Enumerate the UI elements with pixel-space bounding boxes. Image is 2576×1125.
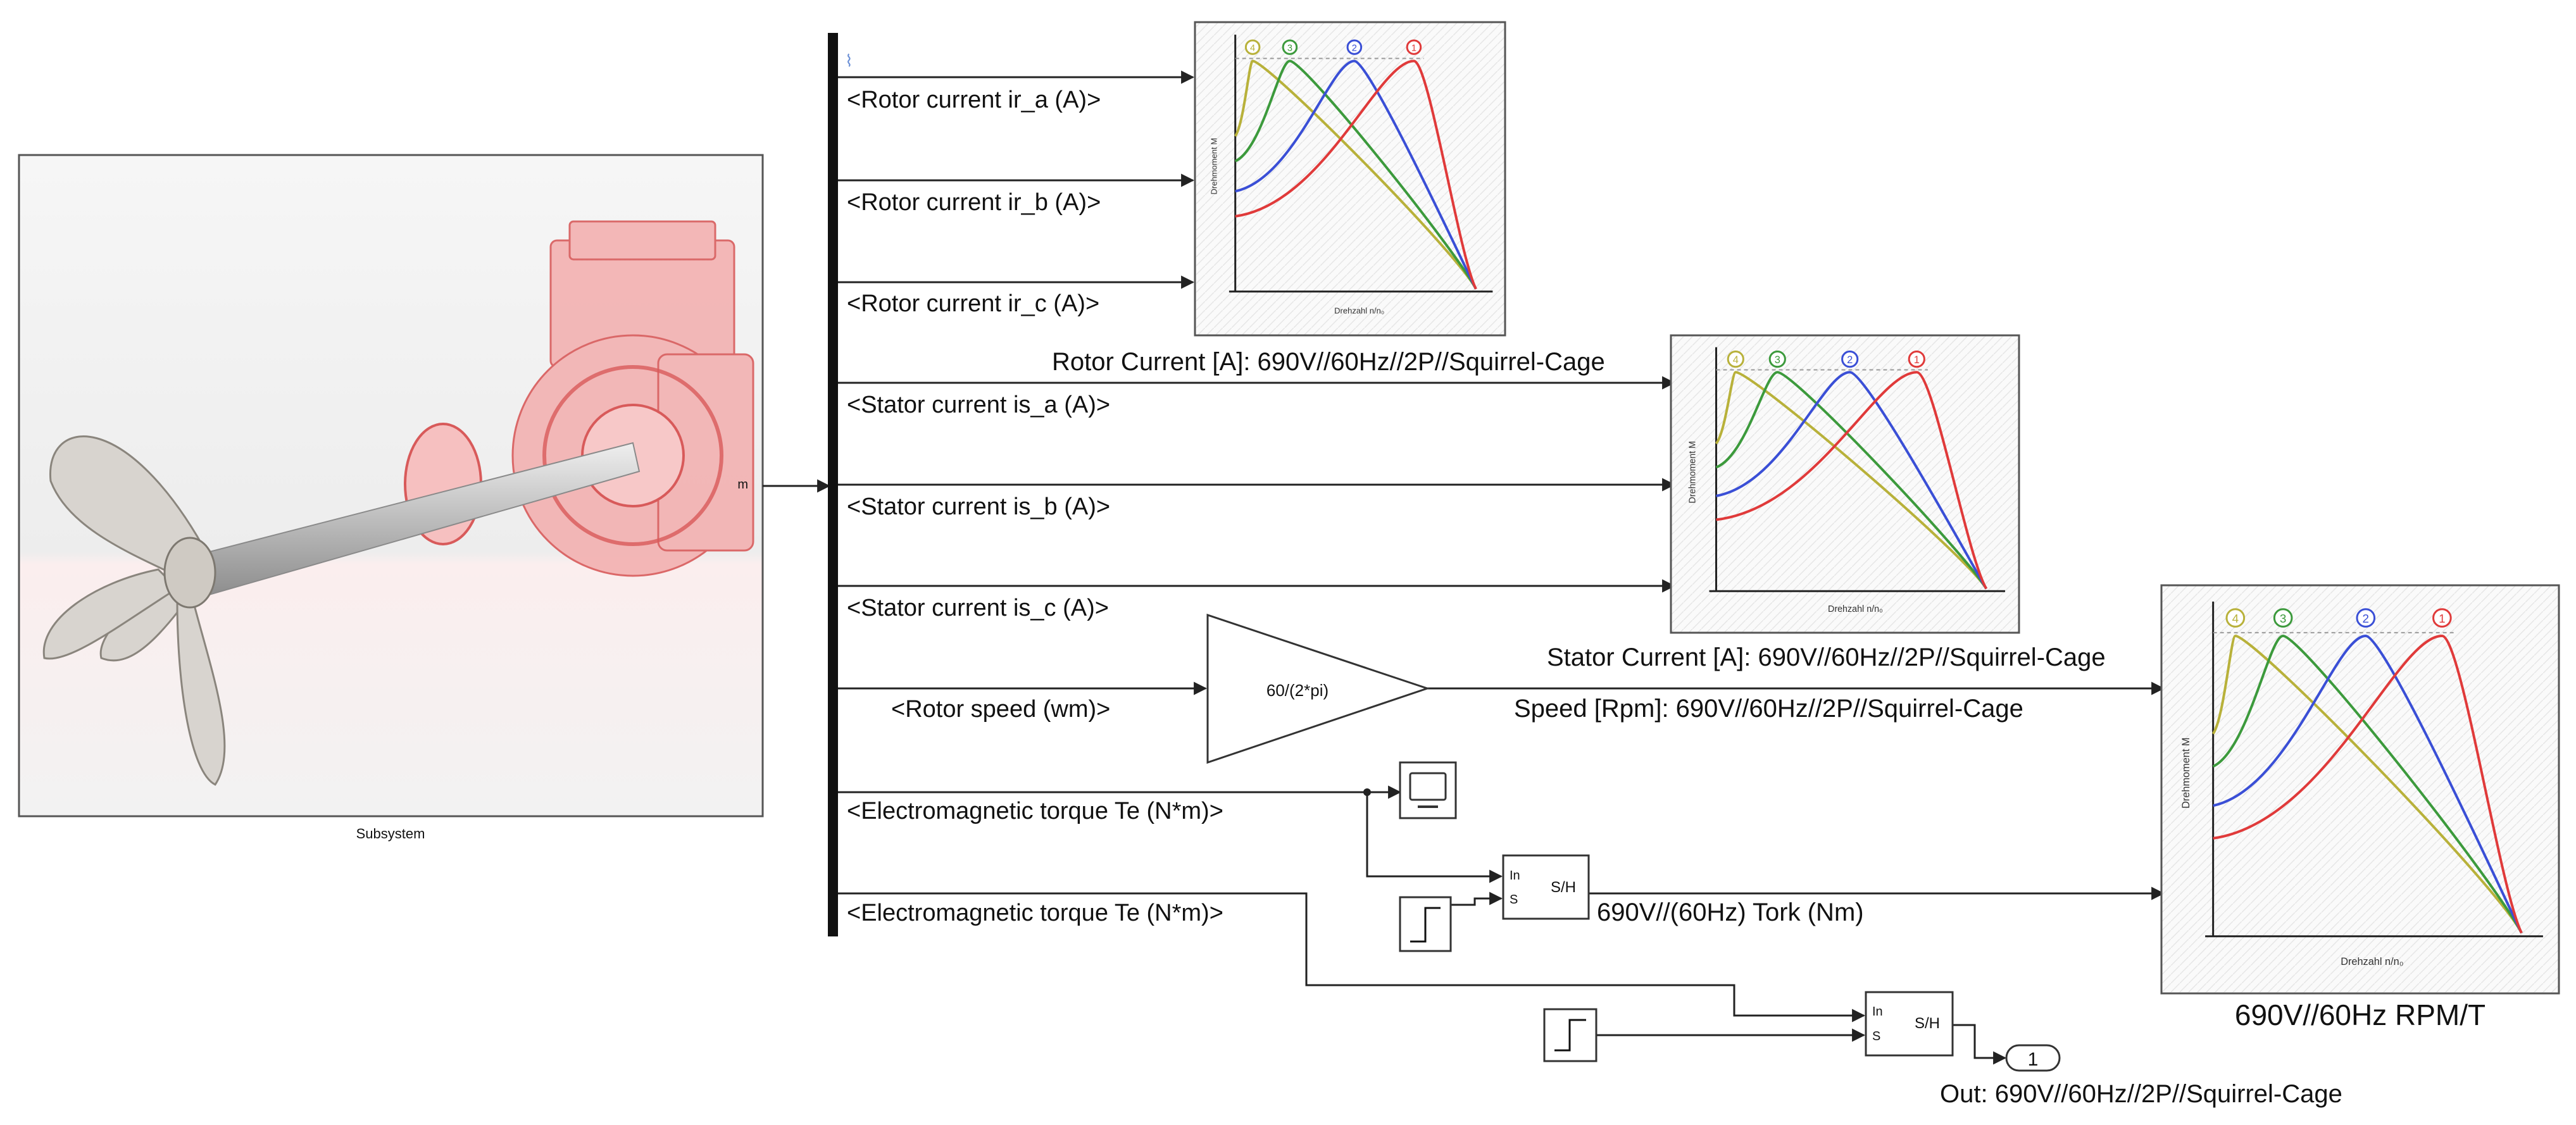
curve-marker (2356, 608, 2376, 628)
plot-y-label: Drehmoment M (1209, 138, 1218, 195)
curve-marker (2432, 608, 2452, 628)
display-scope-block[interactable] (1399, 761, 1457, 819)
torque-speed-curve (1716, 371, 1988, 590)
plot-y-label: Drehmoment M (2180, 737, 2192, 808)
curve-marker (1727, 351, 1744, 368)
sh1-in-port: In (1510, 869, 1520, 883)
subsystem-port-label: m (737, 478, 748, 492)
bus-selector[interactable] (828, 33, 838, 936)
outport-number: 1 (2028, 1049, 2039, 1070)
step-block-2[interactable] (1543, 1008, 1597, 1062)
plot-x-label: Drehzahl n/n₀ (1334, 306, 1384, 315)
curve-marker (1406, 39, 1422, 55)
sh1-name: S/H (1551, 879, 1576, 896)
curve-marker (1282, 39, 1298, 55)
signal-label-rotor-ir-c: <Rotor current ir_c (A)> (847, 290, 1099, 317)
sample-hold-block-1[interactable]: In S S/H (1502, 854, 1590, 920)
torque-speed-curve (2211, 634, 2523, 934)
curve-marker-label: 1 (1914, 354, 1920, 366)
torque-speed-curve (1716, 371, 1988, 590)
curve-marker-label: 2 (2363, 612, 2369, 625)
wireless-icon: ⌇ (845, 51, 853, 70)
torque-speed-curve (2213, 634, 2523, 934)
curve-marker (2225, 608, 2246, 628)
torque-speed-curve (1235, 59, 1477, 290)
sample-hold-block-2[interactable]: In S S/H (1865, 991, 1954, 1057)
torque-speed-curve (1715, 371, 1988, 590)
torque-speed-curve (1715, 371, 1988, 590)
outport-block[interactable]: 1 (2005, 1044, 2061, 1072)
signal-label-stator-is-a: <Stator current is_a (A)> (847, 392, 1110, 418)
signal-label-torque-2: <Electromagnetic torque Te (N*m)> (847, 900, 1223, 926)
signal-label-stator-is-c: <Stator current is_c (A)> (847, 595, 1109, 621)
torque-speed-curve (1235, 59, 1477, 290)
gain-expression: 60/(2*pi) (1266, 681, 1329, 700)
scope-rpm-torque-caption: 690V//60Hz RPM/T (2235, 998, 2485, 1031)
curve-marker (1841, 351, 1859, 368)
signal-label-stator-is-b: <Stator current is_b (A)> (847, 494, 1110, 520)
curve-marker-label: 3 (1287, 43, 1292, 53)
signal-wires (838, 70, 2165, 1065)
step-block-1[interactable] (1399, 896, 1452, 952)
curve-marker-label: 4 (1250, 43, 1255, 53)
signal-labels: <Rotor current ir_a (A)> <Rotor current … (847, 87, 1223, 926)
curve-marker (1346, 39, 1363, 55)
curve-marker-label: 3 (1775, 354, 1780, 366)
signal-label-rotor-ir-b: <Rotor current ir_b (A)> (847, 189, 1101, 216)
outport-caption: Out: 690V//60Hz//2P//Squirrel-Cage (1940, 1080, 2342, 1108)
gain-block[interactable]: 60/(2*pi) (1206, 613, 1430, 764)
sh2-s-port: S (1872, 1029, 1880, 1043)
plot-x-label: Drehzahl n/n₀ (1828, 604, 1883, 614)
signal-label-torque-1: <Electromagnetic torque Te (N*m)> (847, 798, 1223, 824)
subsystem-block[interactable]: m Subsystem (18, 154, 764, 842)
curve-marker-label: 4 (1733, 354, 1739, 366)
curve-marker (1908, 351, 1925, 368)
plot-y-label: Drehmoment M (1688, 441, 1698, 504)
torque-speed-curve (2213, 634, 2523, 934)
curve-marker-label: 4 (2232, 612, 2239, 625)
curve-marker-label: 1 (2439, 612, 2445, 625)
sh2-in-port: In (1872, 1005, 1883, 1019)
curve-marker-label: 2 (1847, 354, 1853, 366)
sh2-name: S/H (1915, 1015, 1940, 1032)
speed-caption: Speed [Rpm]: 690V//60Hz//2P//Squirrel-Ca… (1514, 695, 2023, 723)
signal-label-rotor-ir-a: <Rotor current ir_a (A)> (847, 87, 1101, 113)
curve-marker (1244, 39, 1261, 55)
torque-label: 690V//(60Hz) Tork (Nm) (1597, 898, 1864, 926)
curve-marker-label: 1 (1411, 43, 1416, 53)
scope-rotor-caption: Rotor Current [A]: 690V//60Hz//2P//Squir… (1052, 348, 1605, 376)
curve-marker (1768, 351, 1786, 368)
curve-marker-label: 3 (2280, 612, 2286, 625)
subsystem-name: Subsystem (356, 826, 425, 842)
propulsion-motor-image (42, 220, 754, 786)
torque-speed-curve (2212, 634, 2523, 934)
signal-label-rotor-speed: <Rotor speed (wm)> (891, 696, 1110, 723)
curve-marker (2273, 608, 2293, 628)
curve-marker-label: 2 (1352, 43, 1357, 53)
torque-speed-curve (1234, 59, 1477, 290)
plot-x-label: Drehzahl n/n₀ (2341, 956, 2403, 967)
sh1-s-port: S (1510, 893, 1518, 907)
scope-stator-caption: Stator Current [A]: 690V//60Hz//2P//Squi… (1547, 643, 2106, 671)
